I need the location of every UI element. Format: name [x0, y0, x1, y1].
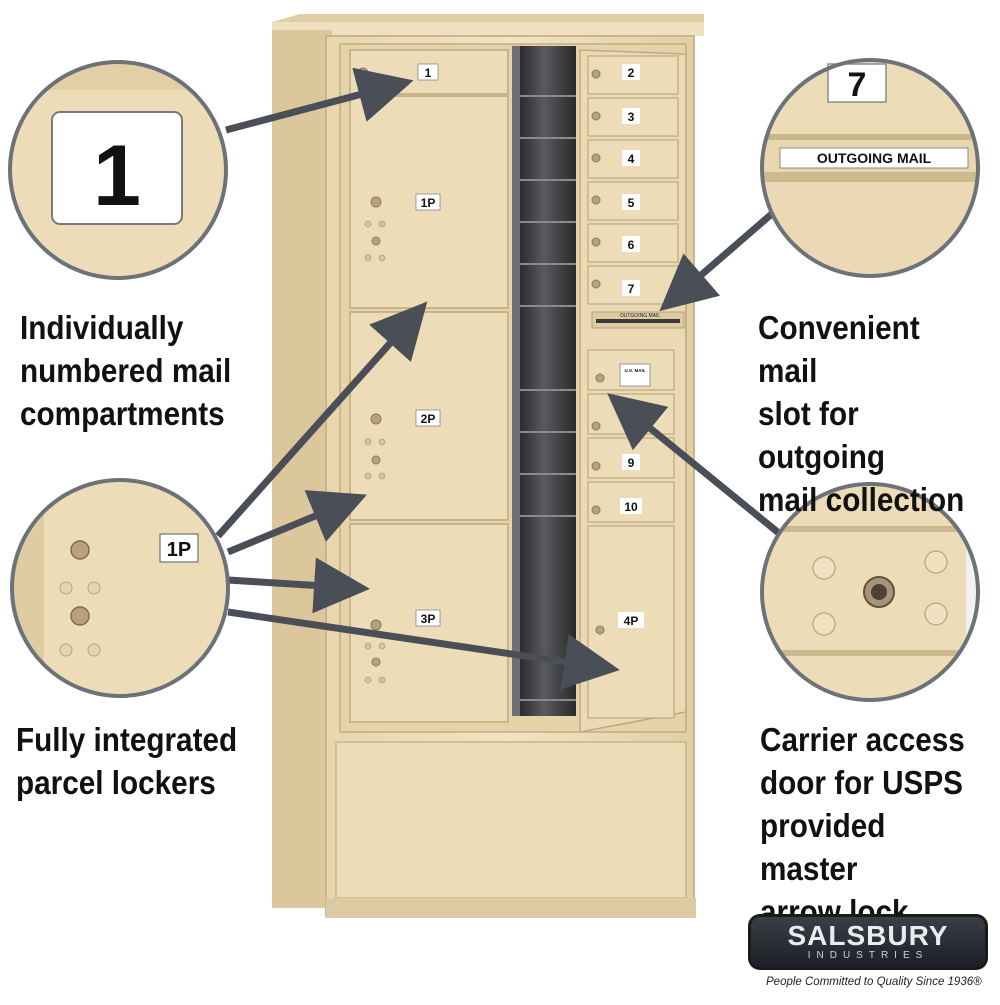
door-label: 2P [421, 412, 436, 426]
right-compartments: OUTGOING MAIL U.S. MAIL 2 3 4 5 6 7 [579, 49, 687, 733]
callout-carrier [760, 482, 980, 702]
callout-parcel-label: 1P [167, 539, 191, 561]
callout-number: 1 [93, 128, 141, 224]
callout-outgoing: 7 OUTGOING MAIL [760, 58, 980, 278]
door-label: 4P [624, 614, 639, 628]
door-label: 9 [628, 456, 635, 470]
lock-icon [70, 606, 90, 626]
door-label: 1 [425, 66, 432, 80]
left-compartments: 1 1P 2P 3P [349, 49, 509, 723]
feature-caption-parcel: Fully integrated parcel lockers [16, 721, 238, 801]
open-interior [512, 46, 576, 716]
usmail-label: U.S. MAIL [625, 368, 646, 373]
door-label: 1P [421, 196, 436, 210]
feature-caption-carrier: Carrier access door for USPS provided ma… [760, 721, 965, 930]
door-label: 2 [628, 66, 635, 80]
door-label: 3 [628, 110, 635, 124]
door-label: 5 [628, 196, 635, 210]
brand-logo: SALSBURY INDUSTRIES [748, 914, 988, 970]
feature-caption-outgoing: Convenient mail slot for outgoing mail c… [758, 309, 965, 518]
brand-subtitle: INDUSTRIES [807, 950, 929, 961]
brand-name: SALSBURY [787, 920, 949, 951]
callout-numbered: 1 [8, 60, 228, 280]
door-label: 10 [624, 500, 638, 514]
feature-caption-numbered: Individually numbered mail compartments [20, 309, 232, 432]
callout-arrows [215, 67, 783, 690]
door-label: 6 [628, 238, 635, 252]
brand-tagline: People Committed to Quality Since 1936® [766, 976, 982, 988]
callout-parcel: 1P [10, 478, 230, 698]
door-label: 3P [421, 612, 436, 626]
door-label: 4 [628, 152, 635, 166]
callout-outgoing-label: OUTGOING MAIL [817, 150, 932, 166]
callout-number: 7 [848, 66, 867, 104]
lock-icon [70, 540, 90, 560]
outgoing-slot-label: OUTGOING MAIL [620, 313, 661, 319]
door-label: 7 [628, 282, 635, 296]
